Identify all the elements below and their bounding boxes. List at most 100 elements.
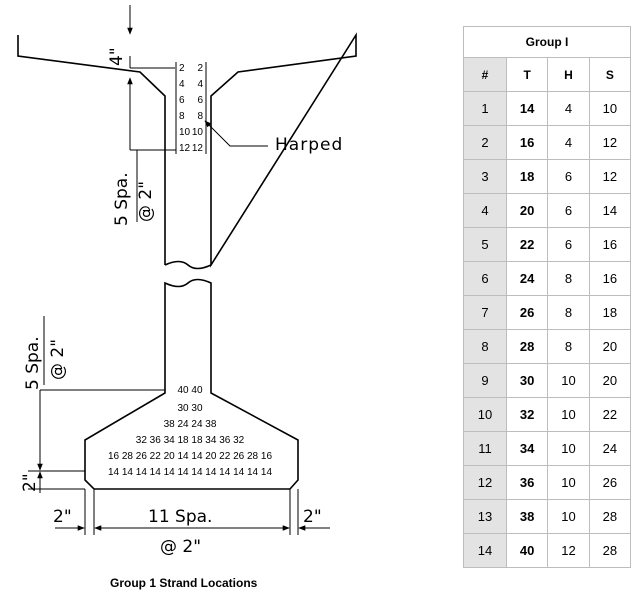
figure-caption: Group 1 Strand Locations bbox=[110, 576, 258, 590]
table-header-cell: H bbox=[547, 57, 590, 92]
harped-strand-left: 12 bbox=[179, 143, 191, 154]
table-cell: 10 bbox=[547, 431, 590, 466]
table-cell: 11 bbox=[463, 431, 507, 466]
strand-row: 14 14 14 14 14 14 14 14 14 14 14 14 bbox=[108, 467, 272, 478]
dim-top-4in: 4" bbox=[107, 47, 127, 66]
dim-base-11spa: 11 Spa. bbox=[148, 507, 212, 527]
harped-strand-right: 2 bbox=[197, 63, 203, 74]
dim-bottom-2in: 2" bbox=[20, 473, 40, 492]
straight-strand-rows: 40 40 30 30 38 24 24 38 32 36 34 18 18 34 3… bbox=[108, 385, 272, 478]
table-cell: 16 bbox=[588, 261, 632, 296]
table-cell: 2 bbox=[463, 125, 507, 160]
table-cell: 10 bbox=[588, 91, 632, 126]
table-cell: 13 bbox=[463, 499, 507, 534]
strand-row: 40 40 bbox=[177, 385, 202, 396]
table-cell: 20 bbox=[505, 193, 549, 228]
table-cell: 30 bbox=[505, 363, 549, 398]
dim-base-at2in: @ 2" bbox=[160, 537, 201, 557]
dim-top-5spa: 5 Spa. bbox=[112, 172, 132, 226]
table-cell: 26 bbox=[505, 295, 549, 330]
strand-row: 32 36 34 18 18 34 36 32 bbox=[136, 435, 245, 446]
harped-label: Harped bbox=[275, 135, 343, 155]
table-title: Group I bbox=[463, 26, 631, 58]
table-cell: 10 bbox=[463, 397, 507, 432]
bottom-web-outline bbox=[84, 278, 299, 490]
table-cell: 20 bbox=[588, 329, 632, 364]
harped-strand-right: 4 bbox=[197, 79, 203, 90]
table-cell: 6 bbox=[463, 261, 507, 296]
table-header-cell: # bbox=[463, 57, 507, 92]
table-cell: 16 bbox=[588, 227, 632, 262]
table-cell: 24 bbox=[588, 431, 632, 466]
table-cell: 22 bbox=[588, 397, 632, 432]
table-cell: 40 bbox=[505, 533, 549, 568]
dim-bottom-5spa: 5 Spa. bbox=[23, 336, 43, 390]
dim-bottom-at2in: @ 2" bbox=[48, 339, 68, 380]
table-cell: 4 bbox=[547, 125, 590, 160]
table-cell: 6 bbox=[547, 159, 590, 194]
table-cell: 5 bbox=[463, 227, 507, 262]
table-cell: 4 bbox=[463, 193, 507, 228]
table-cell: 12 bbox=[547, 533, 590, 568]
table-cell: 6 bbox=[547, 193, 590, 228]
harped-strand-right: 8 bbox=[197, 111, 203, 122]
table-cell: 3 bbox=[463, 159, 507, 194]
table-cell: 20 bbox=[588, 363, 632, 398]
table-cell: 1 bbox=[463, 91, 507, 126]
harped-strand-left: 10 bbox=[179, 127, 191, 138]
dim-left-2in: 2" bbox=[53, 507, 72, 527]
table-cell: 18 bbox=[505, 159, 549, 194]
table-cell: 32 bbox=[505, 397, 549, 432]
table-cell: 24 bbox=[505, 261, 549, 296]
strand-row: 30 30 bbox=[177, 403, 202, 414]
strand-row: 38 24 24 38 bbox=[164, 419, 217, 430]
table-cell: 8 bbox=[547, 329, 590, 364]
table-cell: 4 bbox=[547, 91, 590, 126]
table-cell: 10 bbox=[547, 465, 590, 500]
table-cell: 7 bbox=[463, 295, 507, 330]
harped-strand-left: 6 bbox=[179, 95, 185, 106]
table-cell: 9 bbox=[463, 363, 507, 398]
table-header-cell: T bbox=[505, 57, 549, 92]
harped-strand-right: 10 bbox=[192, 127, 204, 138]
table-cell: 8 bbox=[547, 261, 590, 296]
dim-right-2in: 2" bbox=[303, 507, 322, 527]
table-cell: 12 bbox=[463, 465, 507, 500]
table-cell: 14 bbox=[588, 193, 632, 228]
table-cell: 14 bbox=[463, 533, 507, 568]
table-cell: 22 bbox=[505, 227, 549, 262]
table-cell: 8 bbox=[547, 295, 590, 330]
table-cell: 12 bbox=[588, 159, 632, 194]
table-cell: 12 bbox=[588, 125, 632, 160]
dim-top-at2in: @ 2" bbox=[136, 181, 156, 222]
strand-row: 16 28 26 22 20 14 14 20 22 26 28 16 bbox=[108, 451, 272, 462]
table-cell: 14 bbox=[505, 91, 549, 126]
table-cell: 10 bbox=[547, 363, 590, 398]
table-cell: 34 bbox=[505, 431, 549, 466]
table-cell: 28 bbox=[588, 499, 632, 534]
table-cell: 18 bbox=[588, 295, 632, 330]
table-cell: 26 bbox=[588, 465, 632, 500]
table-cell: 38 bbox=[505, 499, 549, 534]
table-cell: 6 bbox=[547, 227, 590, 262]
harped-strand-left: 2 bbox=[179, 63, 185, 74]
